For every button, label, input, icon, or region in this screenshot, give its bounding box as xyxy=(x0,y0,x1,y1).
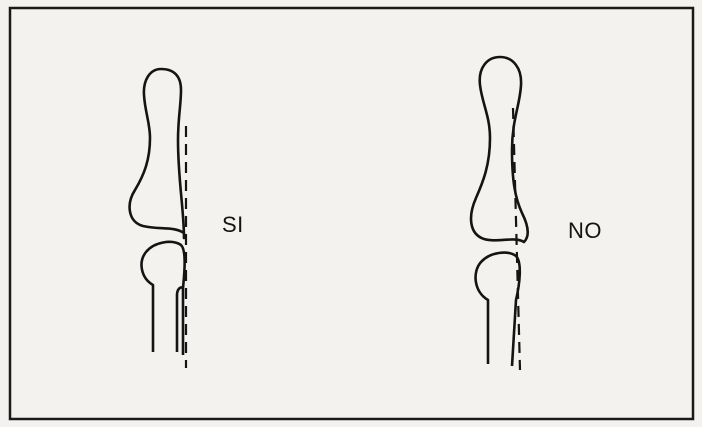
right-upper-bone xyxy=(471,57,528,242)
label-si: SI xyxy=(222,214,244,236)
left-finger-figure xyxy=(130,69,186,368)
left-upper-bone xyxy=(130,69,184,238)
diagram-frame xyxy=(10,8,693,419)
label-no: NO xyxy=(568,220,602,242)
right-finger-figure xyxy=(471,57,528,370)
right-lower-bone xyxy=(476,253,520,366)
